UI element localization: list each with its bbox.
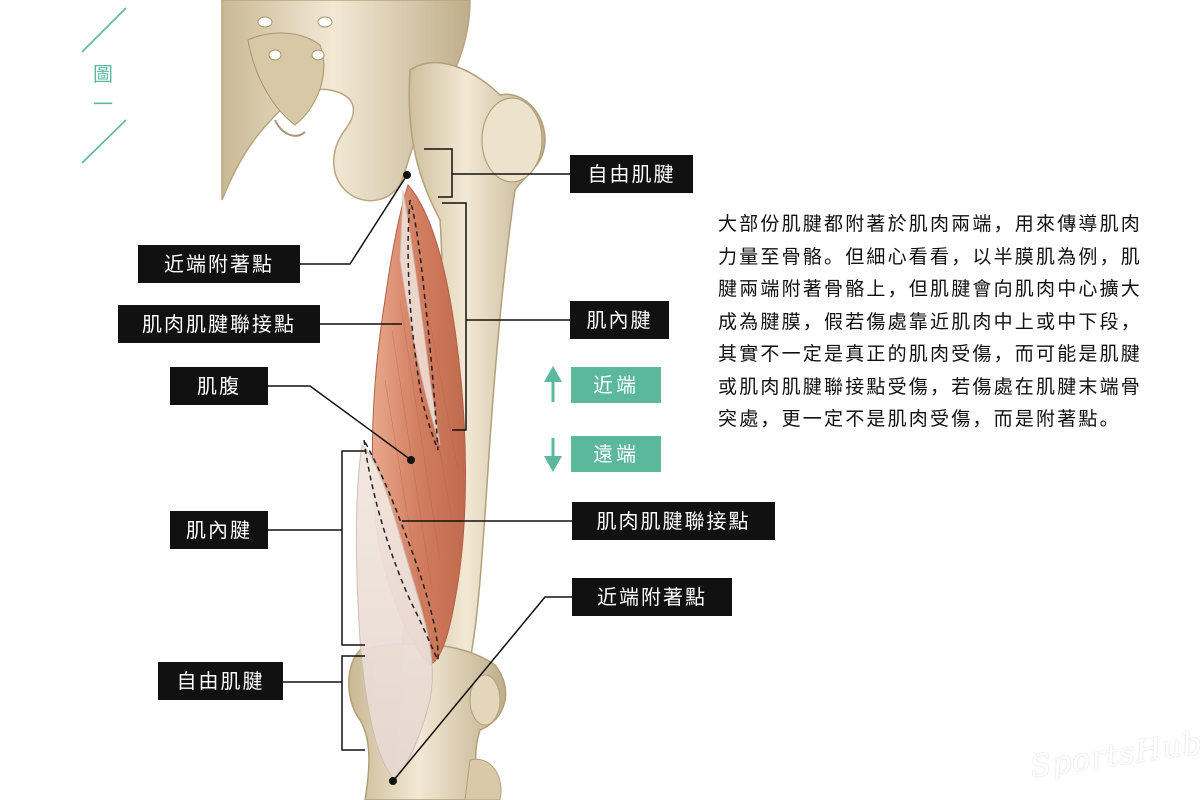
leader-muscle-belly — [268, 385, 412, 461]
tendon-structures — [355, 189, 441, 781]
figure-number-decoration — [81, 7, 127, 164]
pelvis-bone — [221, 0, 471, 202]
label-mtj-right: 肌肉肌腱聯接點 — [572, 502, 775, 540]
label-free-tendon-left: 自由肌腱 — [158, 662, 283, 700]
arrow-down-icon — [544, 456, 562, 472]
label-intramuscular-tendon-right: 肌內腱 — [570, 301, 669, 339]
direction-proximal: 近端 — [571, 367, 661, 403]
bracket-intramuscular-tendon-right — [442, 202, 467, 431]
arrow-up-icon — [544, 366, 562, 382]
label-proximal-attachment-left: 近端附著點 — [138, 245, 300, 283]
label-muscle-belly: 肌腹 — [170, 367, 268, 405]
direction-arrows — [544, 366, 562, 472]
leader-lines — [268, 148, 572, 782]
figure-number: 圖一 — [93, 62, 113, 116]
leader-proximal-attachment-left — [300, 174, 408, 265]
label-proximal-attachment-right: 近端附著點 — [572, 578, 732, 616]
bracket-free-tendon-right — [424, 148, 453, 198]
description-text: 大部份肌腱都附著於肌肉兩端，用來傳導肌肉力量至骨骼。但細心看看，以半膜肌為例，肌… — [718, 213, 1143, 430]
leader-proximal-attachment-right — [392, 596, 572, 782]
direction-distal: 遠端 — [571, 436, 661, 472]
label-free-tendon-right: 自由肌腱 — [570, 155, 693, 193]
bracket-free-tendon-left — [341, 655, 365, 751]
bracket-intramuscular-tendon-left — [341, 450, 365, 646]
label-intramuscular-tendon-left: 肌內腱 — [170, 511, 268, 549]
label-mtj-left: 肌肉肌腱聯接點 — [118, 305, 320, 343]
